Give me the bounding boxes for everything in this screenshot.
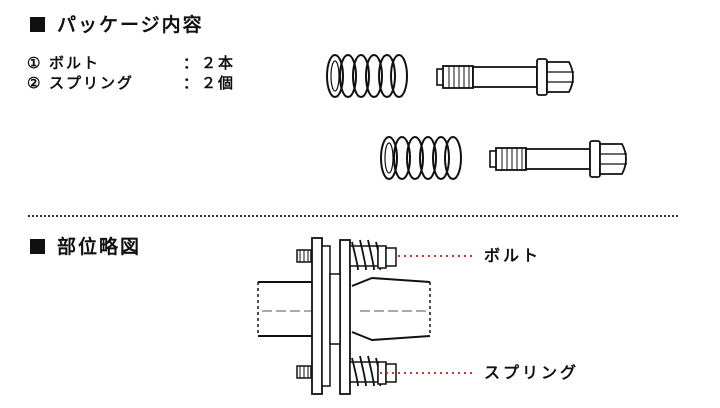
square-bullet-icon	[30, 239, 45, 254]
spring-illustration-2	[380, 136, 462, 180]
pipe-right	[351, 276, 431, 342]
item-name: スプリング	[49, 74, 135, 92]
bolt-illustration-2	[489, 140, 628, 178]
bolt-callout-label: ボルト	[484, 246, 542, 265]
contents-item-bolt: ① ボルト ： ２本	[27, 53, 235, 73]
section-divider	[28, 215, 678, 217]
position-diagram-title: 部位略図	[30, 232, 141, 259]
contents-item-spring: ② スプリング ： ２個	[27, 73, 235, 93]
spring-callout-label: スプリング	[484, 363, 580, 382]
item-quantity: ２個	[201, 74, 236, 92]
item-number: ②	[27, 74, 43, 92]
top-bolt-assembly	[296, 239, 397, 271]
item-number: ①	[27, 54, 43, 72]
item-colon: ：	[183, 74, 201, 92]
bolt-illustration-1	[436, 58, 575, 96]
item-colon: ：	[183, 54, 201, 72]
item-quantity: ２本	[201, 54, 236, 72]
spring-illustration-1	[326, 54, 408, 98]
position-diagram-title-text: 部位略図	[57, 236, 142, 258]
flange	[311, 237, 351, 395]
square-bullet-icon	[30, 17, 45, 32]
package-contents-title: パッケージ内容	[30, 10, 204, 37]
contents-list: ① ボルト ： ２本 ② スプリング ： ２個	[27, 53, 235, 93]
package-contents-title-text: パッケージ内容	[57, 14, 204, 36]
position-diagram	[257, 237, 474, 395]
parts-illustration	[326, 54, 628, 180]
item-name: ボルト	[49, 54, 101, 72]
